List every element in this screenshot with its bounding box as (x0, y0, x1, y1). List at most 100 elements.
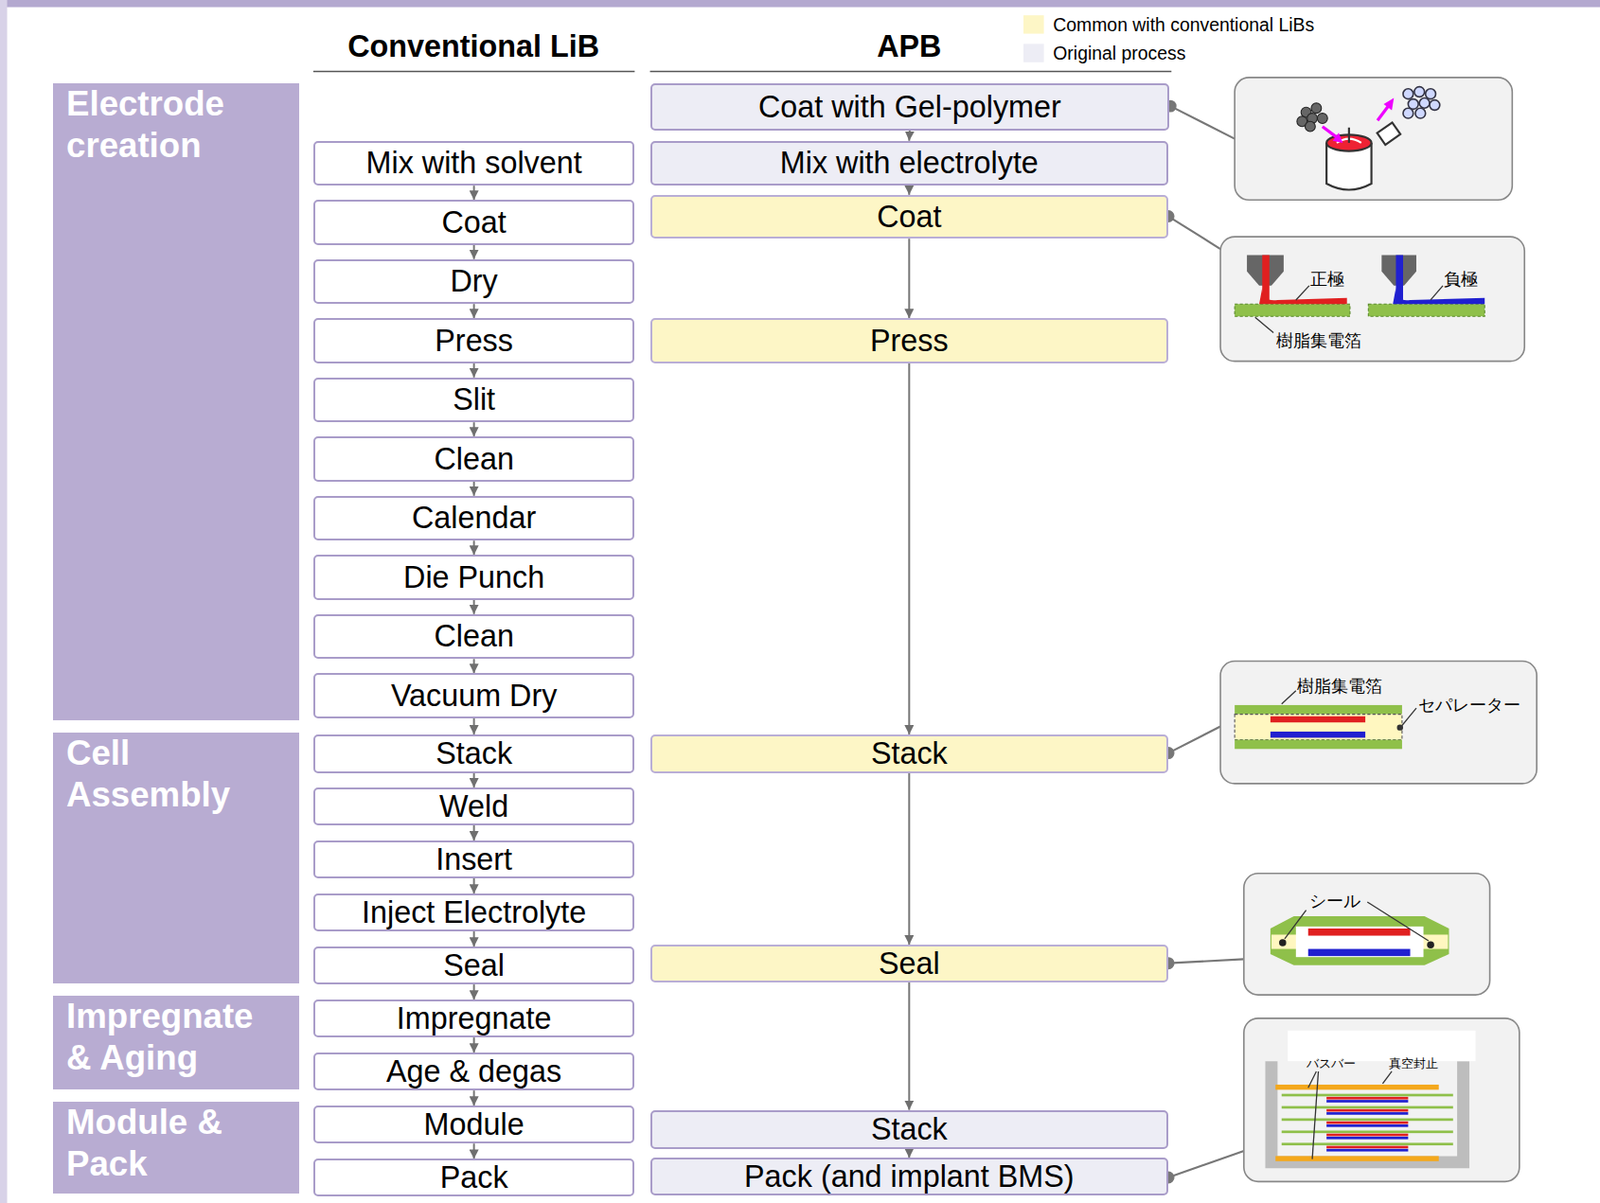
step-label: Calendar (411, 499, 536, 537)
part-label: 樹脂集電箔 (1297, 674, 1383, 698)
step-label: Stack (871, 1111, 948, 1149)
process-box: Press (650, 318, 1170, 363)
coating-panel (1220, 236, 1525, 362)
process-box: Coat with Gel-polymer (650, 83, 1171, 131)
flow-arrow (907, 1149, 910, 1159)
flow-arrow (473, 984, 476, 1000)
flow-arrow (473, 1143, 476, 1159)
step-label: Seal (878, 945, 941, 983)
step-label: Vacuum Dry (391, 677, 557, 715)
process-box: Mix with solvent (313, 141, 636, 186)
process-box: Weld (313, 787, 636, 826)
flow-arrow (473, 718, 476, 735)
process-box: Impregnate (313, 999, 636, 1038)
process-box: Pack (and implant BMS) (650, 1157, 1170, 1196)
process-box: Mix with electrolyte (650, 141, 1170, 186)
step-label: Stack (435, 735, 513, 773)
step-label: Insert (435, 841, 513, 879)
step-label: Stack (871, 735, 948, 773)
process-box: Module (313, 1105, 636, 1144)
part-label: 正極 (1310, 266, 1345, 291)
process-box: Slit (313, 377, 636, 423)
process-box: Seal (313, 946, 636, 985)
process-box: Seal (650, 944, 1170, 983)
flow-arrow (473, 422, 476, 437)
flow-arrow (473, 363, 476, 378)
process-box: Coat (650, 195, 1170, 239)
legend-swatch (1023, 15, 1045, 34)
flow-arrow (907, 130, 911, 142)
process-box: Press (313, 318, 636, 363)
column-header: Conventional LiB (347, 28, 600, 64)
part-label: 真空封止 (1388, 1056, 1439, 1073)
step-label: Coat (876, 198, 942, 236)
step-label: Impregnate (396, 1000, 552, 1038)
flow-arrow (907, 238, 910, 319)
process-box: Stack (313, 734, 636, 774)
flow-arrow (473, 245, 476, 260)
step-label: Age & degas (386, 1053, 562, 1091)
process-box: Calendar (313, 496, 636, 541)
flow-arrow (907, 185, 910, 196)
flow-arrow (907, 363, 910, 735)
flow-arrow (473, 600, 476, 615)
stage-label: Electrode creation (66, 83, 285, 167)
stage-band: Impregnate & Aging (53, 995, 300, 1090)
process-box: Vacuum Dry (313, 673, 636, 718)
process-box: Inject Electrolyte (313, 893, 636, 932)
step-label: Inject Electrolyte (361, 894, 587, 932)
step-label: Mix with solvent (366, 144, 583, 182)
step-label: Weld (439, 788, 509, 826)
left-bar (0, 0, 8, 1203)
pack-panel (1244, 1018, 1520, 1182)
process-box: Stack (650, 734, 1170, 774)
flow-arrow (473, 1090, 476, 1106)
step-label: Pack (and implant BMS) (744, 1158, 1075, 1196)
flow-arrow (907, 773, 910, 945)
part-label: セパレーター (1418, 692, 1521, 716)
process-box: Age & degas (313, 1052, 636, 1091)
part-label: バスバー (1306, 1056, 1356, 1073)
process-box: Stack (650, 1110, 1170, 1150)
step-label: Clean (433, 618, 514, 656)
header-rule (650, 71, 1173, 73)
flow-arrow (473, 1037, 476, 1053)
stack-panel (1220, 661, 1537, 784)
legend-text: Common with conventional LiBs (1052, 13, 1315, 36)
flow-arrow (907, 982, 910, 1111)
step-label: Pack (440, 1159, 509, 1197)
flow-arrow (473, 303, 476, 319)
stage-band: Electrode creation (53, 83, 300, 721)
seal-panel (1244, 873, 1491, 996)
flow-arrow (473, 658, 476, 674)
flow-arrow (473, 931, 476, 947)
process-box: Insert (313, 840, 636, 879)
process-box: Pack (313, 1158, 636, 1197)
step-label: Press (434, 322, 514, 360)
step-label: Seal (443, 947, 505, 985)
flow-arrow (473, 878, 476, 894)
column-header: APB (876, 28, 942, 64)
process-box: Dry (313, 259, 636, 304)
process-box: Die Punch (313, 554, 636, 600)
flow-arrow (473, 540, 476, 555)
legend-swatch (1023, 43, 1045, 62)
part-label: 負極 (1443, 266, 1478, 291)
flow-arrow (473, 481, 476, 497)
step-label: Module (424, 1106, 525, 1144)
top-bar (0, 0, 1600, 8)
stage-label: Impregnate & Aging (66, 995, 285, 1080)
stage-label: Module & Pack (66, 1102, 285, 1186)
part-label: シール (1309, 888, 1361, 912)
part-label: 樹脂集電箔 (1276, 327, 1362, 352)
process-box: Coat (313, 199, 636, 245)
step-label: Coat (441, 204, 506, 242)
mixing-panel (1234, 77, 1512, 200)
step-label: Clean (433, 441, 514, 479)
legend-text: Original process (1052, 42, 1186, 65)
step-label: Slit (452, 381, 496, 419)
stage-band: Cell Assembly (53, 732, 300, 984)
stage-band: Module & Pack (53, 1102, 300, 1194)
process-box: Clean (313, 614, 636, 659)
step-label: Dry (449, 263, 498, 301)
